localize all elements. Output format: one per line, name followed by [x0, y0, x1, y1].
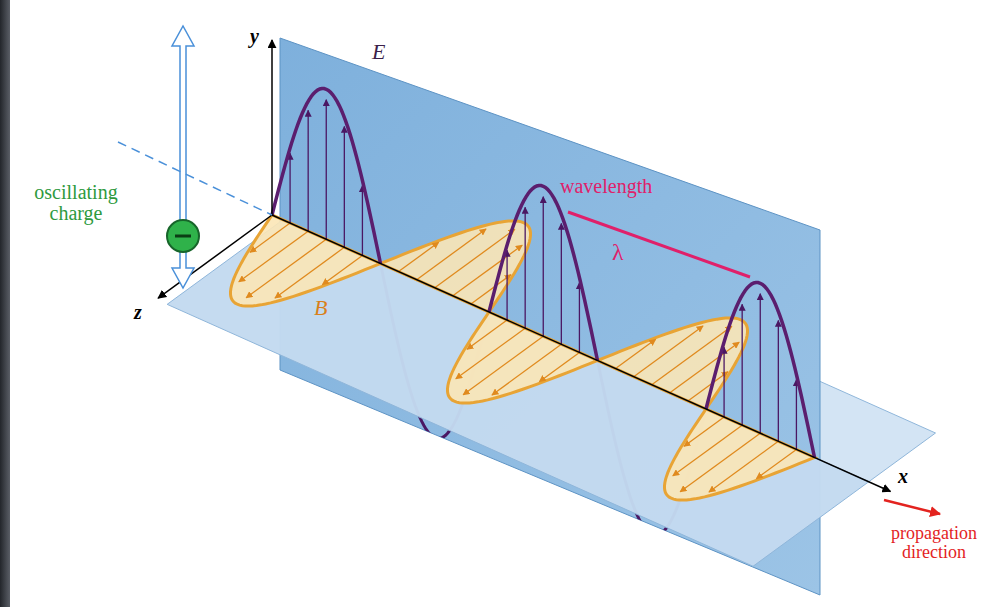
propagation-arrow	[884, 500, 940, 514]
magnetic-lobe	[381, 221, 531, 312]
field-vector	[796, 380, 797, 450]
field-vector	[463, 336, 543, 395]
wavelength-bar	[568, 212, 750, 277]
axis-label: y	[250, 26, 259, 47]
electric-curve	[706, 282, 815, 457]
slide-edge	[0, 0, 10, 607]
field-vector	[399, 242, 439, 271]
wavelength-label: wavelength	[560, 176, 652, 197]
field-vector	[322, 255, 362, 284]
axis-line	[271, 40, 273, 215]
field-vector	[362, 186, 363, 256]
dashed-line	[118, 142, 272, 215]
magnetic-curve	[447, 312, 597, 403]
charge-circle	[167, 220, 199, 252]
field-vector	[275, 247, 344, 298]
field-vector	[673, 425, 742, 476]
field-vector	[680, 433, 760, 492]
field-vector	[467, 320, 507, 349]
electric-field	[272, 88, 815, 457]
field-vector	[308, 110, 309, 231]
axes	[158, 40, 890, 491]
field-vector	[634, 326, 703, 377]
field-vector	[525, 207, 526, 328]
field-vector	[760, 294, 761, 434]
axis-line	[158, 215, 272, 298]
magnetic-lobe	[447, 312, 597, 403]
charge-label: oscillating charge	[16, 182, 136, 224]
field-vector	[506, 250, 507, 320]
magnetic-field	[230, 215, 814, 500]
magnetic-lobe	[664, 409, 814, 500]
minus-sign	[175, 235, 191, 238]
field-vector	[543, 197, 544, 337]
field-vector	[579, 283, 580, 353]
direction-label: propagation direction	[878, 524, 990, 562]
magnetic-curve	[664, 409, 814, 500]
field-vector	[742, 304, 743, 425]
field-label: B	[314, 296, 327, 319]
axis-label: z	[134, 302, 142, 323]
field-vector	[492, 344, 561, 395]
field-vector	[417, 229, 486, 280]
magnetic-lobe	[598, 318, 748, 409]
field-label: E	[372, 40, 385, 63]
electric-lobe	[706, 282, 815, 457]
magnetic-curve	[598, 318, 748, 409]
magnetic-curve	[381, 221, 531, 312]
field-vector	[289, 153, 290, 223]
field-vector	[453, 245, 522, 296]
axis-label: x	[898, 466, 908, 487]
field-vector	[616, 339, 656, 368]
field-vector	[344, 127, 345, 248]
wavelength-symbol: λ	[612, 240, 624, 265]
field-vector	[561, 224, 562, 345]
field-vector	[239, 231, 308, 282]
electric-lobe	[272, 88, 381, 263]
electric-curve	[272, 88, 381, 263]
field-vector	[456, 328, 525, 379]
electric-curve	[489, 185, 598, 360]
field-vector	[684, 417, 724, 446]
field-vector	[246, 239, 326, 298]
field-vector	[709, 441, 778, 492]
field-vector	[723, 347, 724, 417]
field-vector	[778, 321, 779, 442]
field-vector	[670, 342, 739, 393]
field-vector	[756, 449, 796, 478]
axis-line	[272, 215, 890, 491]
field-vector	[326, 100, 327, 240]
field-vector	[539, 352, 579, 381]
electric-lobe	[489, 185, 598, 360]
